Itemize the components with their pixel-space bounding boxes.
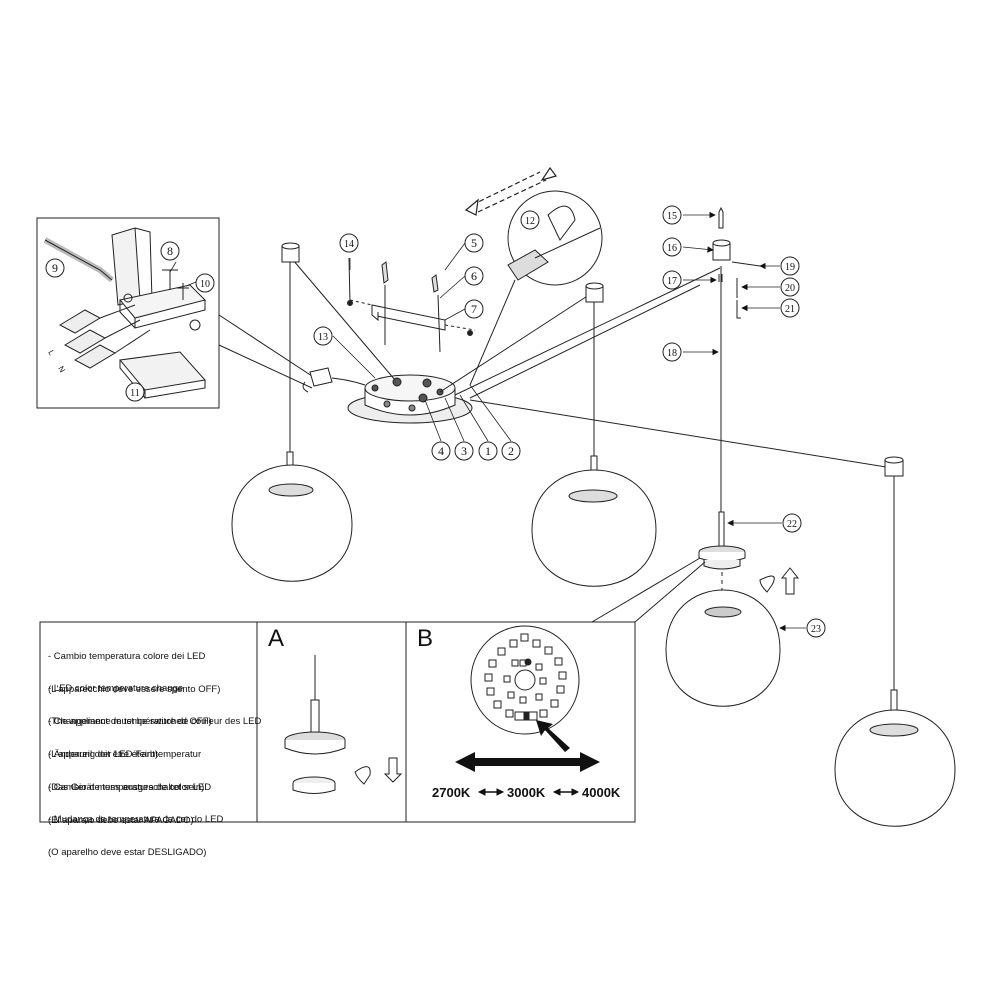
- instruction-en-line2: (The appliance must be switched OFF): [48, 716, 212, 727]
- part-label-4: 4: [438, 444, 444, 458]
- instruction-en-line1: - LED color temperature change: [48, 683, 184, 694]
- part-circle-7: [464, 299, 484, 319]
- part-circle-16: [662, 237, 682, 257]
- part-circle-9: [45, 258, 65, 278]
- part-label-3: 3: [461, 444, 467, 458]
- part-circle-20: [780, 277, 800, 297]
- part-label-14: 14: [344, 239, 354, 250]
- instruction-it: - Cambio temperatura colore dei LED (L'a…: [48, 629, 220, 706]
- part-label-23: 23: [811, 624, 821, 635]
- part-number-circles: [45, 205, 826, 638]
- cable-cap-2: [585, 282, 604, 303]
- panel-a-label: A: [268, 625, 285, 652]
- part-label-22: 22: [787, 519, 797, 530]
- instruction-fr-line2: (L'appareil doit être éteint): [48, 749, 159, 760]
- lamp-shade-1: [231, 451, 353, 582]
- wiring-detail-inset: [36, 217, 316, 409]
- cable-cap-3: [884, 456, 904, 477]
- temperature-range-arrow: [455, 752, 600, 772]
- part-circle-19: [780, 256, 800, 276]
- mounting-bracket: [347, 257, 476, 353]
- panel-b-label: B: [417, 625, 434, 652]
- part-leader-lines: [169, 211, 806, 632]
- part-circle-4: [431, 441, 451, 461]
- part-label-11: 11: [130, 388, 140, 399]
- part-label-16: 16: [667, 243, 677, 254]
- part-circle-5: [464, 233, 484, 253]
- instruction-es-line1: - Cambio de temperatura de color LED: [48, 782, 212, 793]
- part-label-12: 12: [525, 216, 535, 227]
- part-label-10: 10: [200, 279, 210, 290]
- part-label-7: 7: [471, 302, 477, 316]
- part-circle-22: [782, 513, 802, 533]
- part-circle-23: [806, 618, 826, 638]
- part-circle-10: [195, 273, 215, 293]
- panel-a-detail: [284, 655, 403, 794]
- part-number-texts: 1 2 3 4 5 6 7 8 9 10 11 12 13 14 15 16 1…: [52, 211, 821, 635]
- suspension-cables: [289, 259, 895, 690]
- part-label-20: 20: [785, 283, 795, 294]
- selector-pointer-arrow: [536, 720, 570, 752]
- instruction-pt-line2: (O aparelho deve estar DESLIGADO): [48, 847, 207, 858]
- part-circle-15: [662, 205, 682, 225]
- lamp-shade-2: [531, 455, 657, 587]
- terminal-n-label: N: [56, 365, 67, 375]
- exploded-shade: [665, 511, 781, 707]
- ceiling-canopy: [347, 374, 473, 424]
- part-label-19: 19: [785, 262, 795, 273]
- instruction-fr-line1: - Changement de température de couleur d…: [48, 716, 262, 727]
- part-label-1: 1: [485, 444, 491, 458]
- part-label-21: 21: [785, 304, 795, 315]
- part-label-13: 13: [318, 332, 328, 343]
- part-circle-12: [520, 210, 540, 230]
- part-circle-14: [339, 233, 359, 253]
- part-circle-6: [464, 266, 484, 286]
- instruction-en: - LED color temperature change (The appl…: [48, 661, 212, 738]
- part-circle-13: [313, 326, 333, 346]
- cable-cap-1: [281, 242, 300, 263]
- rotate-arrow-icon: [759, 567, 800, 595]
- part-label-8: 8: [167, 244, 173, 258]
- temp-4000k: 4000K: [582, 785, 621, 800]
- driver-connector: [302, 367, 366, 393]
- temp-2700k: 2700K: [432, 785, 471, 800]
- part-label-9: 9: [52, 261, 58, 275]
- part-label-18: 18: [667, 348, 677, 359]
- terminal-l-label: L: [46, 349, 56, 358]
- instruction-de: - Änderung der LED-Farbtemperatur (Das G…: [48, 727, 204, 804]
- part-label-15: 15: [667, 211, 677, 222]
- instruction-pt: - Mudança de temperatura de cor do LED (…: [48, 792, 223, 869]
- terminal-labels: L N: [46, 349, 67, 375]
- part-label-5: 5: [471, 236, 477, 250]
- part-label-2: 2: [508, 444, 514, 458]
- instruction-de-line1: - Änderung der LED-Farbtemperatur: [48, 749, 202, 760]
- temp-arrows: [477, 788, 580, 796]
- part-label-6: 6: [471, 269, 477, 283]
- instruction-es-line2: (El aparato debe estar APAGADO): [48, 815, 194, 826]
- instruction-it-line1: - Cambio temperatura colore dei LED: [48, 651, 206, 662]
- part-circle-11: [125, 382, 145, 402]
- instruction-de-line2: (Das Gerät muss ausgeschaltet sein): [48, 782, 205, 793]
- callout-lines: [591, 557, 706, 623]
- cable-grip-parts: [712, 206, 761, 319]
- instruction-fr: - Changement de température de couleur d…: [48, 694, 261, 771]
- slide-direction-arrow: [464, 166, 558, 216]
- part-label-17: 17: [667, 276, 677, 287]
- part-circle-21: [780, 298, 800, 318]
- part-circle-2: [501, 441, 521, 461]
- instruction-es: - Cambio de temperatura de color LED (El…: [48, 760, 211, 837]
- instruction-pt-line1: - Mudança de temperatura de cor do LED: [48, 814, 224, 825]
- instruction-it-line2: (L'apparecchio deve essere spento OFF): [48, 684, 221, 695]
- led-board: [470, 625, 580, 735]
- temp-3000k: 3000K: [507, 785, 546, 800]
- part-circle-1: [478, 441, 498, 461]
- part-circle-8: [160, 241, 180, 261]
- part-circle-18: [662, 342, 682, 362]
- part-circle-3: [454, 441, 474, 461]
- part-circle-17: [662, 270, 682, 290]
- lamp-shade-3: [834, 689, 956, 827]
